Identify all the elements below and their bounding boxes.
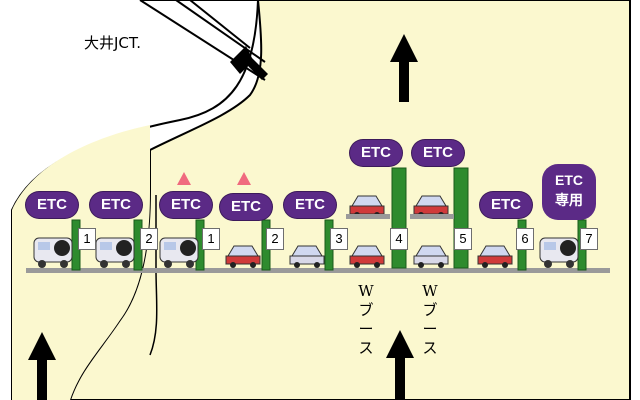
up-arrow-icon xyxy=(28,332,56,400)
truck-icon xyxy=(159,237,199,268)
booth-base xyxy=(346,214,390,219)
etc-only-badge: ETC 専用 xyxy=(542,164,596,220)
w-booth-label: W ブ ー ス xyxy=(420,282,440,358)
junction-label: 大井JCT. xyxy=(84,34,142,52)
etc-badge: ETC xyxy=(412,140,464,166)
truck-icon xyxy=(95,237,135,268)
w-booth-char: W xyxy=(422,282,438,300)
booth-number: 2 xyxy=(266,228,284,250)
w-booth-char: ブ xyxy=(358,301,374,319)
w-booth-char: ブ xyxy=(422,301,438,319)
up-arrow-icon xyxy=(390,34,418,102)
ramp-line-2 xyxy=(175,0,266,63)
booth-number: 7 xyxy=(580,228,598,250)
truck-icon xyxy=(33,237,73,268)
car-icon xyxy=(289,245,325,268)
cars xyxy=(33,195,579,268)
booth-number: 5 xyxy=(454,228,472,250)
etc-badge: ETC xyxy=(220,194,272,220)
car-icon xyxy=(349,245,385,268)
ramp-arrow-icon xyxy=(230,46,268,80)
w-booth-label: W ブ ー ス xyxy=(356,282,376,358)
booth-number: 1 xyxy=(78,228,96,250)
booth-base xyxy=(410,214,454,219)
plaza-baseline xyxy=(26,268,610,273)
etc-badge: ETC xyxy=(480,192,532,218)
booth-number: 2 xyxy=(140,228,158,250)
etc-badge: ETC xyxy=(90,192,142,218)
etc-badge: ETC xyxy=(350,140,402,166)
etc-only-line2: 専用 xyxy=(555,192,583,208)
etc-badge: ETC xyxy=(26,192,78,218)
booth-number: 1 xyxy=(202,228,220,250)
truck-icon xyxy=(539,237,579,268)
booth-number: 4 xyxy=(390,228,408,250)
up-arrow-icon xyxy=(386,330,414,400)
ramp-line-1 xyxy=(139,0,266,81)
w-booth-char: ス xyxy=(422,339,438,357)
etc-only-line1: ETC xyxy=(555,172,583,188)
warning-triangle-icon xyxy=(237,172,251,185)
w-booth-char: ー xyxy=(422,320,438,338)
etc-badge: ETC xyxy=(284,192,336,218)
etc-badge: ETC xyxy=(160,192,212,218)
warning-triangle-icon xyxy=(177,172,191,185)
ramp-line-3 xyxy=(189,0,251,49)
car-icon xyxy=(225,245,261,268)
w-booth-char: ス xyxy=(358,339,374,357)
booth-number: 3 xyxy=(330,228,348,250)
lower-divider xyxy=(149,269,158,356)
car-icon xyxy=(477,245,513,268)
w-booth-char: ー xyxy=(358,320,374,338)
w-booth-char: W xyxy=(358,282,374,300)
car-icon xyxy=(413,245,449,268)
booth-number: 6 xyxy=(516,228,534,250)
